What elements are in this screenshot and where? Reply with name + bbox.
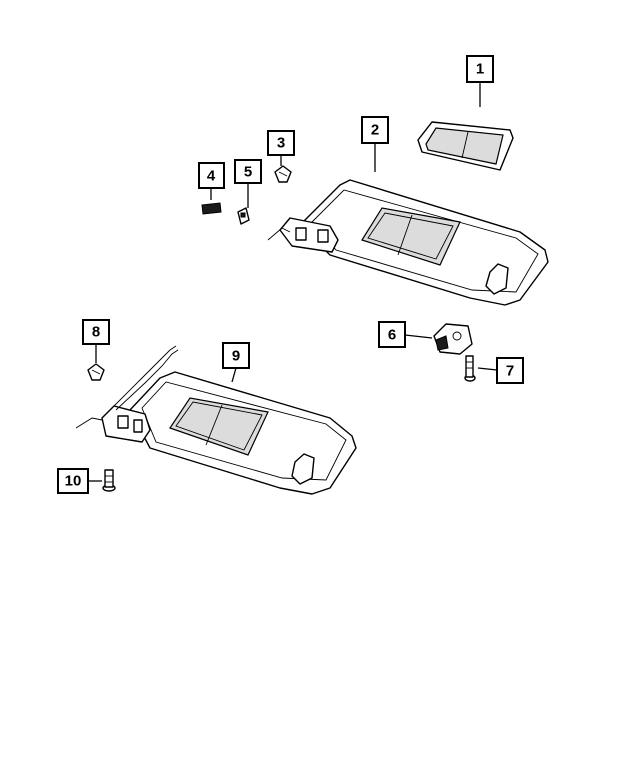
screw-part-10 [102,469,116,492]
callout-9: 9 [222,342,250,369]
callout-6: 6 [378,321,406,348]
callout-4-label: 4 [207,168,216,185]
leader-line-9 [231,367,237,383]
clip-part-8 [87,363,105,381]
callout-4: 4 [198,162,225,189]
vanity-mirror-part [417,121,514,171]
callout-3-label: 3 [277,135,285,152]
callout-5-label: 5 [244,164,252,181]
sun-visor-left-part [75,345,357,495]
callout-5: 5 [234,159,262,184]
callout-2: 2 [361,116,389,144]
bracket-part-6 [433,323,473,355]
callout-6-label: 6 [388,327,396,344]
callout-3: 3 [267,130,295,156]
leader-line-7 [477,367,498,371]
callout-10: 10 [57,468,89,494]
tab-part-5 [237,207,250,225]
callout-8: 8 [82,319,110,345]
leader-line-6 [404,334,433,339]
callout-1-label: 1 [476,61,484,78]
callout-8-label: 8 [92,324,100,341]
callout-9-label: 9 [232,348,240,365]
clip-part-3 [274,165,292,183]
callout-2-label: 2 [371,122,379,139]
callout-10-label: 10 [65,473,82,490]
callout-7-label: 7 [506,363,514,380]
pad-part-4 [201,202,222,215]
callout-7: 7 [496,357,524,384]
callout-1: 1 [466,55,494,83]
screw-part-7 [464,355,476,382]
sun-visor-right-part [267,179,549,306]
